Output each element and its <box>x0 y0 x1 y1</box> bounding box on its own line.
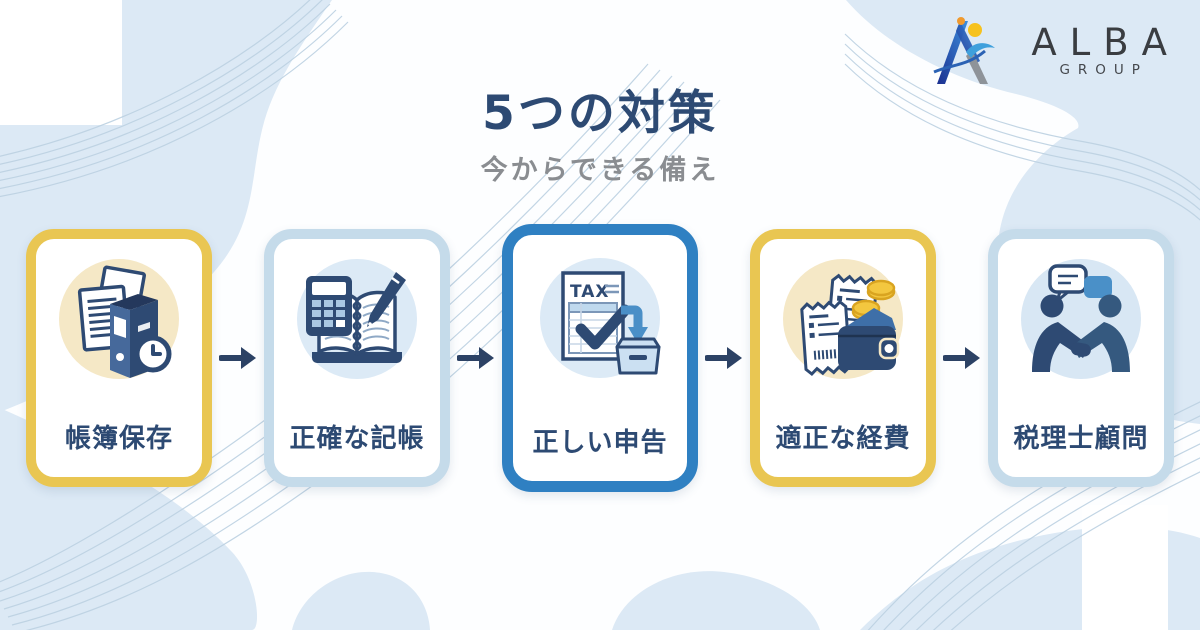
brand-subname: GROUP <box>1059 62 1148 79</box>
flow-arrow-icon <box>943 345 981 371</box>
brand-name: ALBA <box>1031 21 1180 65</box>
step-label: 適正な経費 <box>775 424 911 454</box>
handshake-advisor-icon <box>1016 254 1146 388</box>
alba-logo-icon <box>933 17 996 84</box>
documents-binder-clock-icon <box>54 254 184 388</box>
flow-arrow-icon <box>219 345 257 371</box>
step-card-book-retention: 帳簿保存 <box>26 229 212 487</box>
step-label: 正しい申告 <box>532 428 668 458</box>
calculator-notebook-pen-icon <box>292 254 422 388</box>
steps-row: 帳簿保存 <box>0 224 1200 492</box>
page-subtitle: 今からできる備え <box>480 155 720 186</box>
step-label: 帳簿保存 <box>64 424 173 454</box>
step-card-accurate-records: 正確な記帳 <box>264 229 450 487</box>
step-label: 正確な記帳 <box>289 424 425 454</box>
flow-arrow-icon <box>457 345 495 371</box>
tax-form-submit-icon: TAX <box>535 253 665 387</box>
tax-badge: TAX <box>570 282 610 302</box>
step-card-tax-advisor: 税理士顧問 <box>988 229 1174 487</box>
step-card-proper-expenses: 適正な経費 <box>750 229 936 487</box>
step-label: 税理士顧問 <box>1013 424 1149 454</box>
page-title: 5つの対策 <box>468 74 728 149</box>
receipts-wallet-coins-icon <box>778 254 908 388</box>
flow-arrow-icon <box>705 345 743 371</box>
brand-logo: ALBA GROUP <box>931 14 1180 88</box>
step-card-correct-filing: TAX <box>502 224 698 492</box>
